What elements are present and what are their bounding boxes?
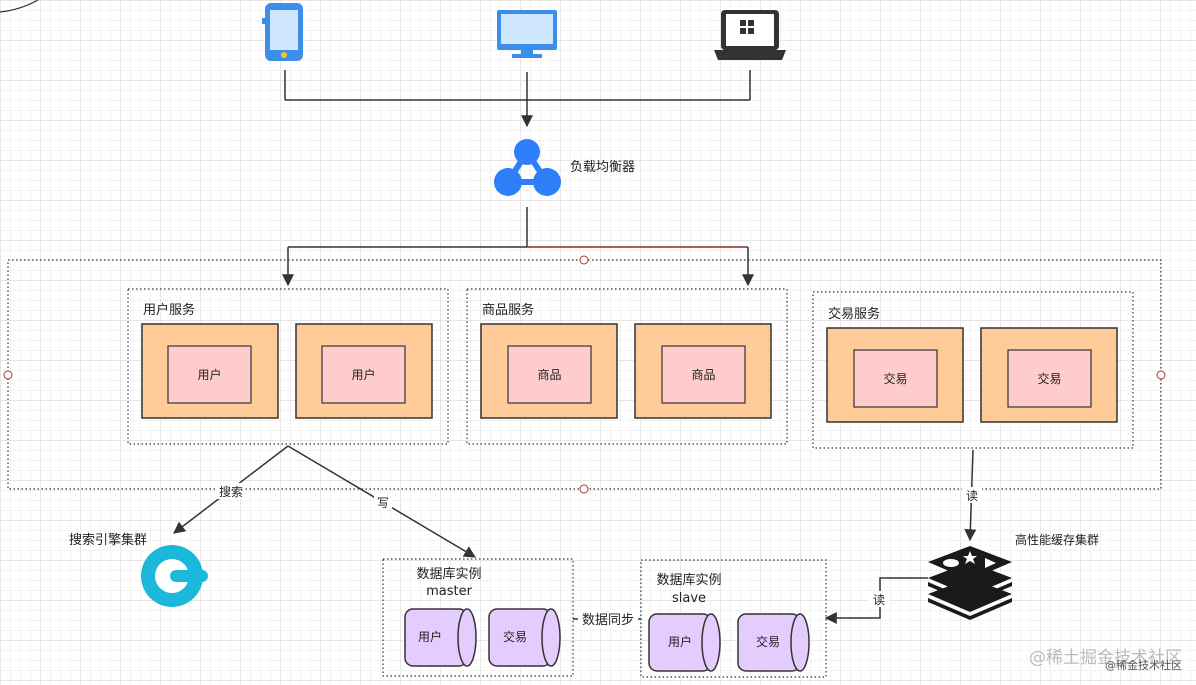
master-user-label: 用户 [418,629,442,644]
product-service-group: 商品服务 商品 商品 [466,288,788,445]
cache-read-edge-slave: 读 [824,577,928,624]
user-service-title: 用户服务 [143,302,195,318]
load-balancer-label: 负载均衡器 [570,160,635,175]
watermark-sub: @稀金技术社区 [1105,658,1182,672]
write-edge-label: 写 [377,496,389,510]
master-trade-label: 交易 [503,629,527,644]
laptop-icon [714,10,786,60]
master-db-group: 数据库实例 master 用户 交易 [382,558,574,677]
user-service-group: 用户服务 用户 用户 [127,288,449,445]
redis-cache-icon [928,546,1012,620]
product-service-title: 商品服务 [482,302,534,318]
search-engine-label: 搜索引擎集群 [69,532,147,548]
search-engine-icon [141,545,208,607]
slave-db-subtitle: slave [672,591,706,606]
product-instance-2: 商品 [691,367,715,382]
slave-db-title: 数据库实例 [656,572,721,588]
cache-read-edge-top: 读 [962,449,982,542]
write-edge: 写 [287,445,477,558]
search-edge: 搜索 [173,445,289,534]
sync-edge: 数据同步 [573,610,641,628]
master-db-subtitle: master [426,584,472,599]
watermark-main: @稀土掘金技术社区 [1029,648,1182,668]
device-connectors [284,70,751,128]
slave-db-group: 数据库实例 slave 用户 交易 [640,559,827,678]
load-balancer-icon [494,139,561,196]
monitor-icon [497,10,557,58]
trade-service-group: 交易服务 交易 交易 [812,291,1134,449]
slave-trade-table [737,613,810,672]
product-instance-1: 商品 [537,367,561,382]
selection-handles [3,255,1166,494]
cache-read-slave-label: 读 [873,593,885,607]
master-trade-table [488,608,561,667]
cache-read-top-label: 读 [966,489,978,503]
search-edge-label: 搜索 [219,484,243,499]
master-db-title: 数据库实例 [416,566,481,582]
user-instance-1: 用户 [197,367,221,382]
trade-instance-2: 交易 [1037,371,1061,386]
slave-user-label: 用户 [668,634,692,649]
master-user-table [404,608,477,667]
trade-service-title: 交易服务 [828,306,880,322]
phone-icon [262,3,303,61]
sync-edge-label: 数据同步 [582,613,634,628]
slave-user-table [648,613,721,672]
user-instance-2: 用户 [351,367,375,382]
corner-shape [0,0,39,13]
lb-connectors [282,207,754,287]
trade-instance-1: 交易 [883,371,907,386]
cache-label: 高性能缓存集群 [1015,532,1099,547]
slave-trade-label: 交易 [756,634,780,649]
